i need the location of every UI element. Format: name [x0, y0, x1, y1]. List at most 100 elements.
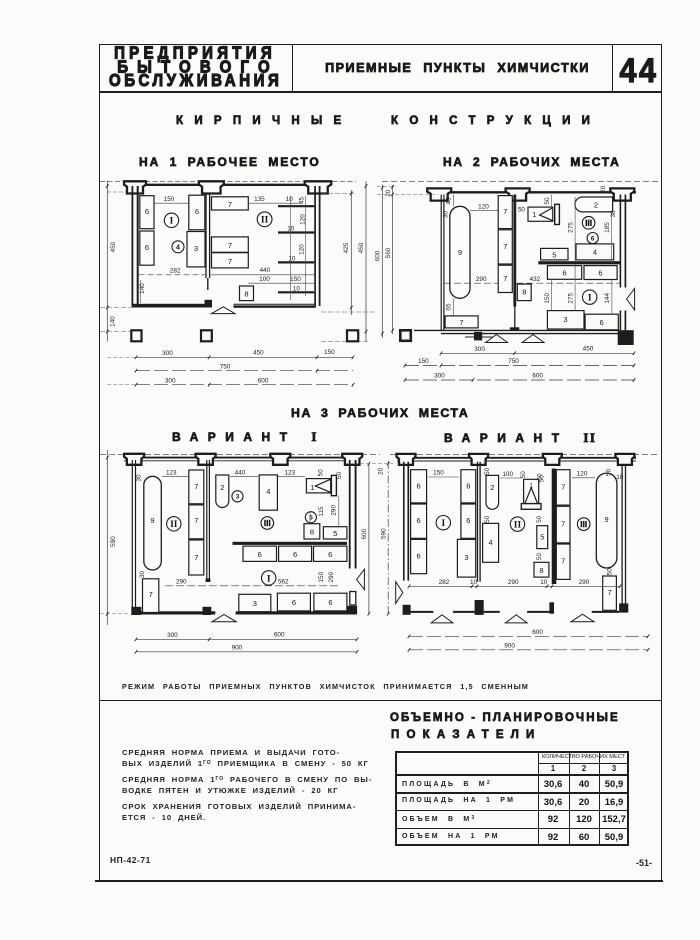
- svg-text:120: 120: [478, 204, 489, 211]
- svg-text:1: 1: [533, 212, 537, 219]
- svg-text:6: 6: [466, 516, 470, 525]
- svg-text:20: 20: [385, 189, 392, 197]
- svg-text:6: 6: [292, 598, 296, 607]
- svg-text:140: 140: [110, 316, 117, 327]
- svg-text:115: 115: [318, 506, 325, 517]
- svg-text:6: 6: [145, 207, 149, 216]
- svg-text:7: 7: [503, 242, 507, 251]
- svg-text:3: 3: [563, 315, 567, 324]
- svg-text:50: 50: [544, 197, 551, 205]
- svg-text:135: 135: [254, 196, 265, 203]
- svg-text:120: 120: [299, 244, 306, 255]
- svg-text:50: 50: [484, 467, 491, 475]
- svg-text:440: 440: [235, 469, 246, 476]
- svg-text:6: 6: [562, 269, 566, 278]
- svg-text:6: 6: [466, 482, 470, 491]
- svg-text:1: 1: [311, 485, 315, 492]
- svg-text:8: 8: [244, 290, 248, 299]
- svg-text:450: 450: [253, 350, 264, 357]
- svg-text:20: 20: [600, 185, 607, 193]
- svg-text:30: 30: [610, 210, 617, 218]
- svg-text:150: 150: [290, 276, 301, 283]
- svg-text:450: 450: [358, 242, 365, 253]
- svg-text:290: 290: [328, 571, 335, 582]
- svg-text:50: 50: [518, 206, 526, 213]
- svg-text:I: I: [267, 574, 271, 584]
- svg-text:590: 590: [380, 528, 387, 539]
- svg-text:6: 6: [258, 550, 262, 559]
- svg-text:600: 600: [274, 632, 285, 639]
- svg-text:8: 8: [539, 566, 543, 575]
- svg-text:8: 8: [310, 528, 314, 537]
- svg-text:282: 282: [439, 579, 450, 586]
- svg-text:300: 300: [434, 373, 445, 380]
- svg-text:432: 432: [530, 276, 541, 283]
- svg-text:30: 30: [135, 474, 142, 482]
- svg-text:590: 590: [110, 536, 117, 547]
- svg-text:30: 30: [139, 571, 146, 579]
- svg-text:600: 600: [532, 629, 543, 636]
- svg-text:9: 9: [150, 516, 154, 525]
- svg-text:50: 50: [536, 553, 543, 561]
- svg-text:6: 6: [591, 235, 595, 242]
- svg-text:3: 3: [194, 244, 198, 253]
- svg-text:30: 30: [443, 211, 450, 219]
- svg-text:600: 600: [532, 373, 543, 380]
- svg-text:290: 290: [508, 579, 519, 586]
- svg-text:7: 7: [608, 588, 612, 597]
- svg-text:100: 100: [259, 276, 270, 283]
- svg-text:144: 144: [604, 293, 611, 304]
- svg-text:50: 50: [606, 568, 613, 576]
- svg-text:I: I: [588, 294, 592, 304]
- svg-text:7: 7: [561, 483, 565, 492]
- svg-text:7: 7: [194, 553, 198, 562]
- svg-text:50: 50: [520, 471, 527, 479]
- svg-text:10: 10: [540, 579, 548, 586]
- svg-text:10: 10: [287, 226, 295, 233]
- svg-text:600: 600: [258, 377, 269, 384]
- svg-text:II: II: [170, 520, 178, 530]
- svg-text:65: 65: [446, 303, 453, 311]
- svg-text:2: 2: [220, 483, 224, 492]
- svg-text:50: 50: [484, 515, 491, 523]
- svg-text:2: 2: [594, 201, 598, 210]
- svg-text:45: 45: [446, 197, 453, 205]
- svg-text:282: 282: [170, 268, 181, 275]
- svg-text:9: 9: [458, 248, 462, 257]
- svg-text:50: 50: [539, 475, 546, 483]
- svg-text:150: 150: [164, 196, 175, 203]
- svg-text:560: 560: [385, 247, 392, 258]
- svg-text:900: 900: [504, 643, 515, 650]
- svg-text:5: 5: [552, 251, 556, 260]
- svg-text:7: 7: [459, 318, 463, 327]
- svg-text:150: 150: [544, 293, 551, 304]
- svg-text:123: 123: [166, 469, 177, 476]
- svg-text:150: 150: [318, 571, 325, 582]
- svg-text:3: 3: [253, 599, 257, 608]
- svg-text:50: 50: [536, 515, 543, 523]
- svg-text:4: 4: [489, 538, 493, 547]
- svg-text:900: 900: [232, 644, 243, 651]
- svg-text:7: 7: [503, 207, 507, 216]
- svg-text:5: 5: [333, 529, 337, 538]
- svg-text:450: 450: [583, 346, 594, 353]
- svg-text:123: 123: [285, 469, 296, 476]
- svg-text:290: 290: [176, 578, 187, 585]
- svg-text:600: 600: [361, 528, 368, 539]
- svg-text:10: 10: [470, 579, 478, 586]
- svg-text:6: 6: [328, 598, 332, 607]
- svg-text:6: 6: [145, 243, 149, 252]
- svg-text:4: 4: [593, 248, 597, 257]
- svg-text:50: 50: [317, 469, 324, 477]
- svg-text:20: 20: [378, 467, 385, 475]
- svg-text:100: 100: [502, 471, 513, 478]
- svg-text:6: 6: [328, 550, 332, 559]
- svg-text:I: I: [170, 217, 174, 227]
- svg-text:750: 750: [508, 358, 519, 365]
- svg-text:150: 150: [433, 470, 444, 477]
- svg-text:5: 5: [309, 515, 313, 522]
- svg-text:275: 275: [567, 222, 574, 233]
- svg-text:6: 6: [600, 318, 604, 327]
- svg-text:4: 4: [176, 244, 180, 251]
- svg-text:600: 600: [375, 250, 382, 261]
